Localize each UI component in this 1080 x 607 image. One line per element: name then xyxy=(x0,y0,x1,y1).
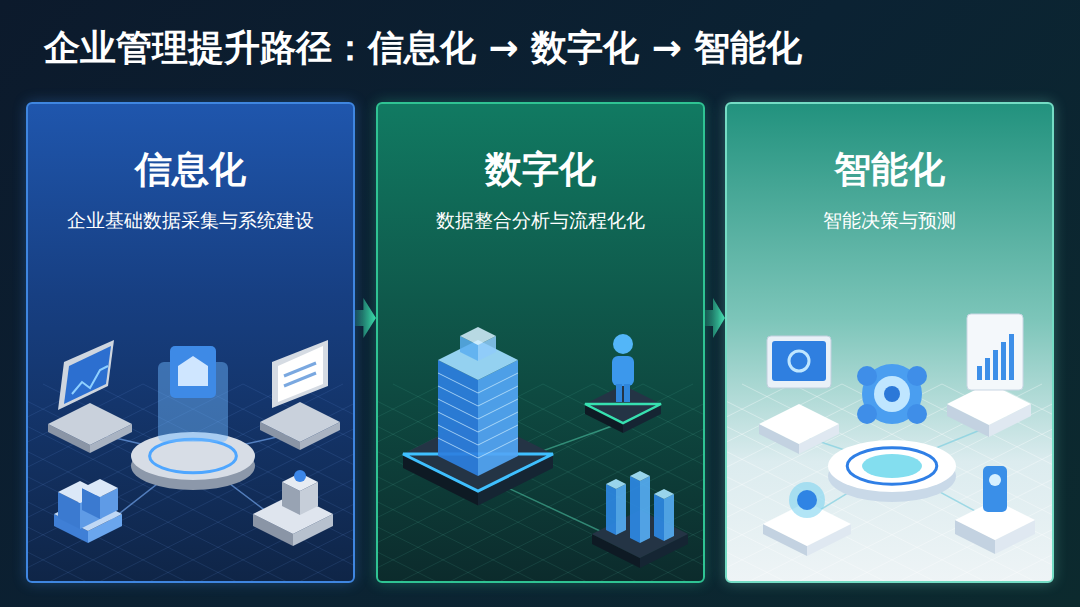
stage-heading: 数字化 xyxy=(378,146,703,195)
flow-arrow xyxy=(355,298,376,338)
stage-heading: 信息化 xyxy=(28,146,353,195)
stage-description: 数据整合分析与流程化化 xyxy=(384,208,697,234)
diagram-title: 企业管理提升路径：信息化 → 数字化 → 智能化 xyxy=(44,24,802,73)
stage-description: 企业基础数据采集与系统建设 xyxy=(34,208,347,234)
stage-description: 智能决策与预测 xyxy=(733,208,1046,234)
stage-panel: 信息化企业基础数据采集与系统建设 xyxy=(26,102,355,583)
arrow-shape xyxy=(355,298,376,338)
arrow-shape xyxy=(705,298,725,338)
flow-arrow xyxy=(705,298,725,338)
stage-heading: 智能化 xyxy=(727,146,1052,195)
stage-panel: 智能化智能决策与预测 xyxy=(725,102,1054,583)
stage-panel: 数字化数据整合分析与流程化化 xyxy=(376,102,705,583)
